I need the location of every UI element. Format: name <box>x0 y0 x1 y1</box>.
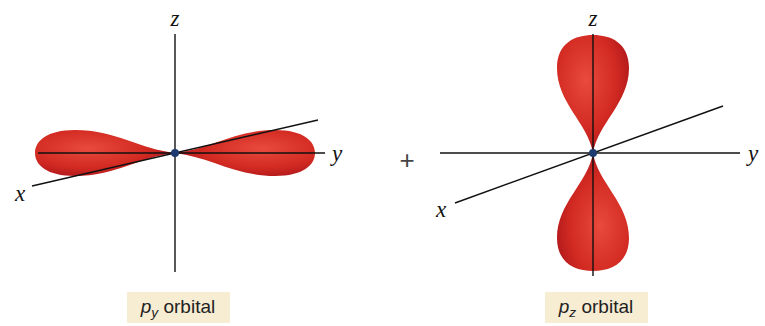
caption-box: pz orbital <box>545 292 648 323</box>
axis-label: z <box>589 7 598 30</box>
axis-label: x <box>436 198 446 221</box>
x-axis <box>32 120 318 186</box>
text-run: p <box>141 296 152 317</box>
plus-sign: + <box>399 147 414 173</box>
text-run: z <box>569 305 576 320</box>
axis-label: z <box>171 7 180 30</box>
text-run: p <box>559 296 570 317</box>
pz-orbital-figure <box>440 34 740 276</box>
text-run: orbital <box>576 296 633 317</box>
axis-label: y <box>332 142 342 165</box>
py-orbital-figure <box>32 34 325 272</box>
text-run: orbital <box>158 296 215 317</box>
axis-label: y <box>748 142 758 165</box>
y-axis <box>38 152 325 153</box>
caption-text: pz orbital <box>559 296 633 319</box>
nucleus-dot <box>589 149 597 157</box>
text-run: y <box>151 305 158 320</box>
caption-box: py orbital <box>127 292 230 323</box>
nucleus-dot <box>171 149 179 157</box>
x-axis <box>455 106 723 203</box>
caption-text: py orbital <box>141 296 215 319</box>
axis-label: x <box>15 182 25 205</box>
